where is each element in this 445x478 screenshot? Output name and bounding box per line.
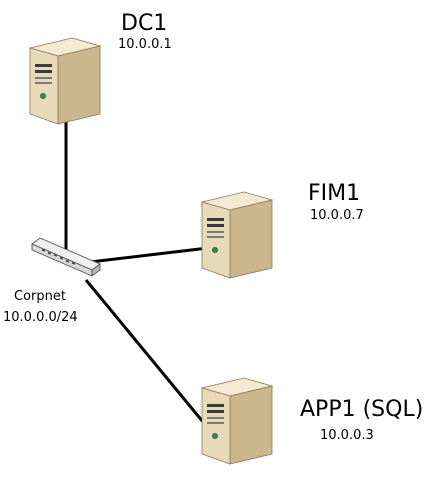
dc1-server-icon: [28, 37, 102, 125]
network-switch-icon: [31, 237, 101, 277]
app1-ip-label: 10.0.0.3: [320, 428, 374, 443]
switch-subnet-label: 10.0.0.0/24: [3, 310, 78, 325]
app1-name-label: APP1 (SQL): [300, 397, 424, 422]
app1-server-icon: [200, 377, 274, 465]
switch-name-label: Corpnet: [14, 289, 66, 304]
link-switch-fim1: [89, 246, 209, 264]
dc1-ip-label: 10.0.0.1: [118, 37, 172, 52]
fim1-ip-label: 10.0.0.7: [310, 208, 364, 223]
tower-server-icon: [200, 191, 274, 279]
fim1-name-label: FIM1: [308, 181, 361, 206]
dc1-name-label: DC1: [121, 11, 168, 36]
corpnet-switch-icon: [31, 237, 101, 277]
fim1-server-icon: [200, 191, 274, 279]
tower-server-icon: [200, 377, 274, 465]
link-switch-app1: [84, 279, 210, 429]
tower-server-icon: [28, 37, 102, 125]
